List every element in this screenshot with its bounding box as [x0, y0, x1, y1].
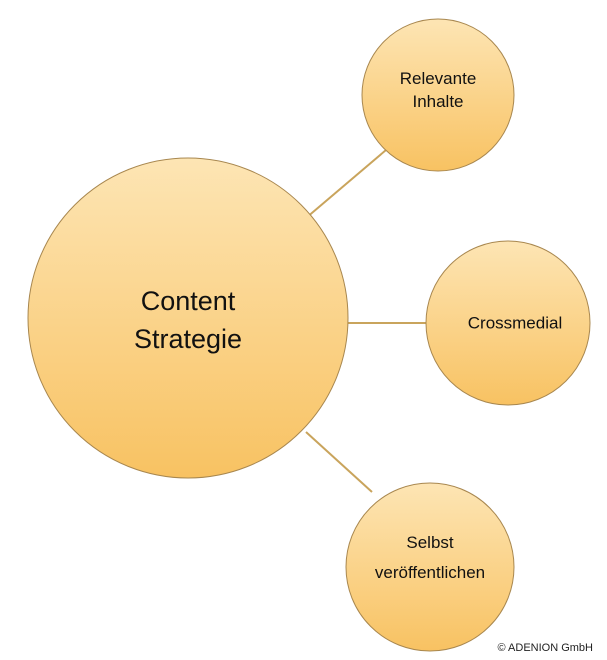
connector-selbst	[305, 431, 373, 493]
copyright: © ADENION GmbH	[497, 642, 593, 654]
node-line2: veröffentlichen	[374, 563, 486, 582]
center-label: Content Strategie	[134, 282, 242, 358]
node-line1: Crossmedial	[467, 313, 563, 333]
node-circle-selbst	[345, 482, 515, 652]
node-label-selbst: Selbst veröffentlichen	[375, 528, 485, 588]
node-circle-relevante	[361, 18, 515, 172]
node-circle-crossmedial	[425, 240, 591, 406]
node-line1: Selbst	[406, 533, 454, 552]
connector-relevante	[305, 149, 387, 219]
center-circle	[27, 157, 349, 479]
center-line2: Strategie	[133, 324, 243, 354]
node-line1: Relevante	[399, 69, 477, 88]
node-line2: Inhalte	[412, 92, 464, 111]
node-label-crossmedial: Crossmedial	[468, 312, 562, 335]
node-label-relevante: Relevante Inhalte	[400, 67, 477, 113]
center-line1: Content	[140, 286, 236, 316]
